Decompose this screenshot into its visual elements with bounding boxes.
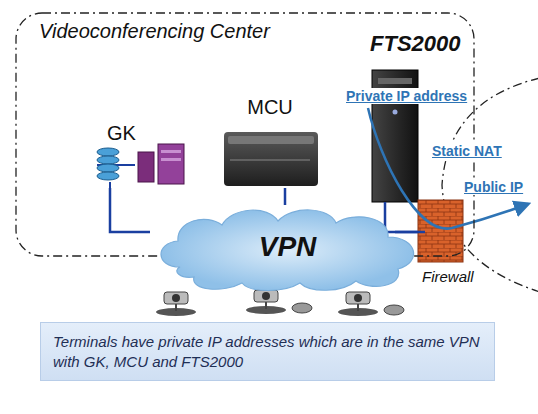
node-label: GK [107, 120, 136, 146]
terminal-icons [156, 290, 404, 316]
node-label: VPN [259, 229, 317, 265]
node-label: FTS2000 [370, 30, 461, 59]
fts2000-node: FTS2000 [370, 30, 481, 202]
nat-label: Static NAT [430, 143, 504, 159]
network-wire [110, 188, 150, 232]
node-label: MCU [247, 94, 293, 120]
note-box: Terminals have private IP addresses whic… [40, 322, 495, 381]
gk-node: GK [95, 118, 190, 188]
note-text: Terminals have private IP addresses whic… [53, 332, 482, 371]
nat-path-arrow [368, 108, 528, 229]
node-label: Videoconferencing Center [39, 18, 270, 44]
mcu-device [224, 132, 318, 186]
nat-label: Private IP address [344, 88, 469, 104]
vpn-cloud: VPN [150, 205, 425, 290]
firewall-label: Firewall [420, 268, 476, 285]
network-wire [385, 202, 425, 232]
network-wire [284, 188, 287, 205]
nat-label: Public IP [462, 179, 525, 195]
gk-server-icon [97, 144, 184, 190]
mcu-node: MCU [220, 92, 320, 188]
